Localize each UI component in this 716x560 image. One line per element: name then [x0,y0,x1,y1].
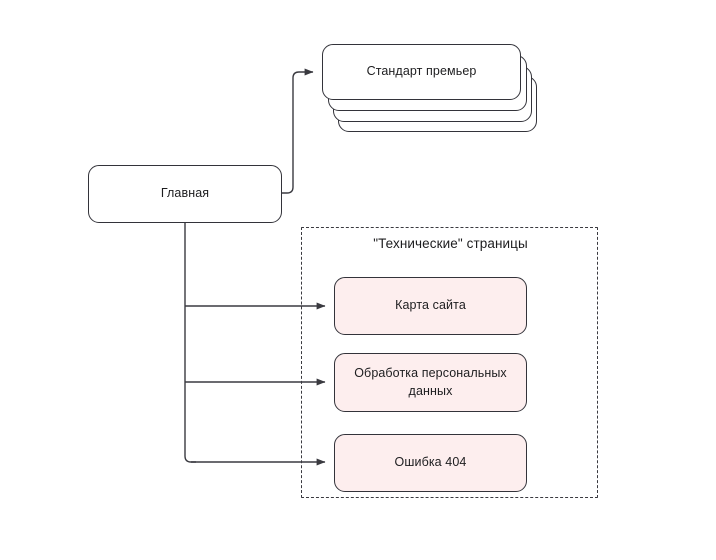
node-sitemap[interactable]: Карта сайта [334,277,527,335]
tech-pages-group-title: "Технические" страницы [373,236,528,251]
node-home[interactable]: Главная [88,165,282,223]
node-privacy-policy[interactable]: Обработка персональных данных [334,353,527,412]
connector-trunk [184,223,196,463]
tech-pages-group: "Технические" страницы [301,227,598,498]
node-sitemap-label: Карта сайта [395,298,466,313]
connector-home-to-standard [282,68,314,194]
node-privacy-policy-label: Обработка персональных данных [354,366,507,398]
node-standard-premier-label: Стандарт премьер [366,64,477,79]
stack-layer-front[interactable]: Стандарт премьер [322,44,521,100]
node-error-404[interactable]: Ошибка 404 [334,434,527,492]
node-home-label: Главная [160,186,210,201]
node-error-404-label: Ошибка 404 [394,455,467,470]
node-standard-premier-stack[interactable]: Стандарт премьер [322,44,538,134]
